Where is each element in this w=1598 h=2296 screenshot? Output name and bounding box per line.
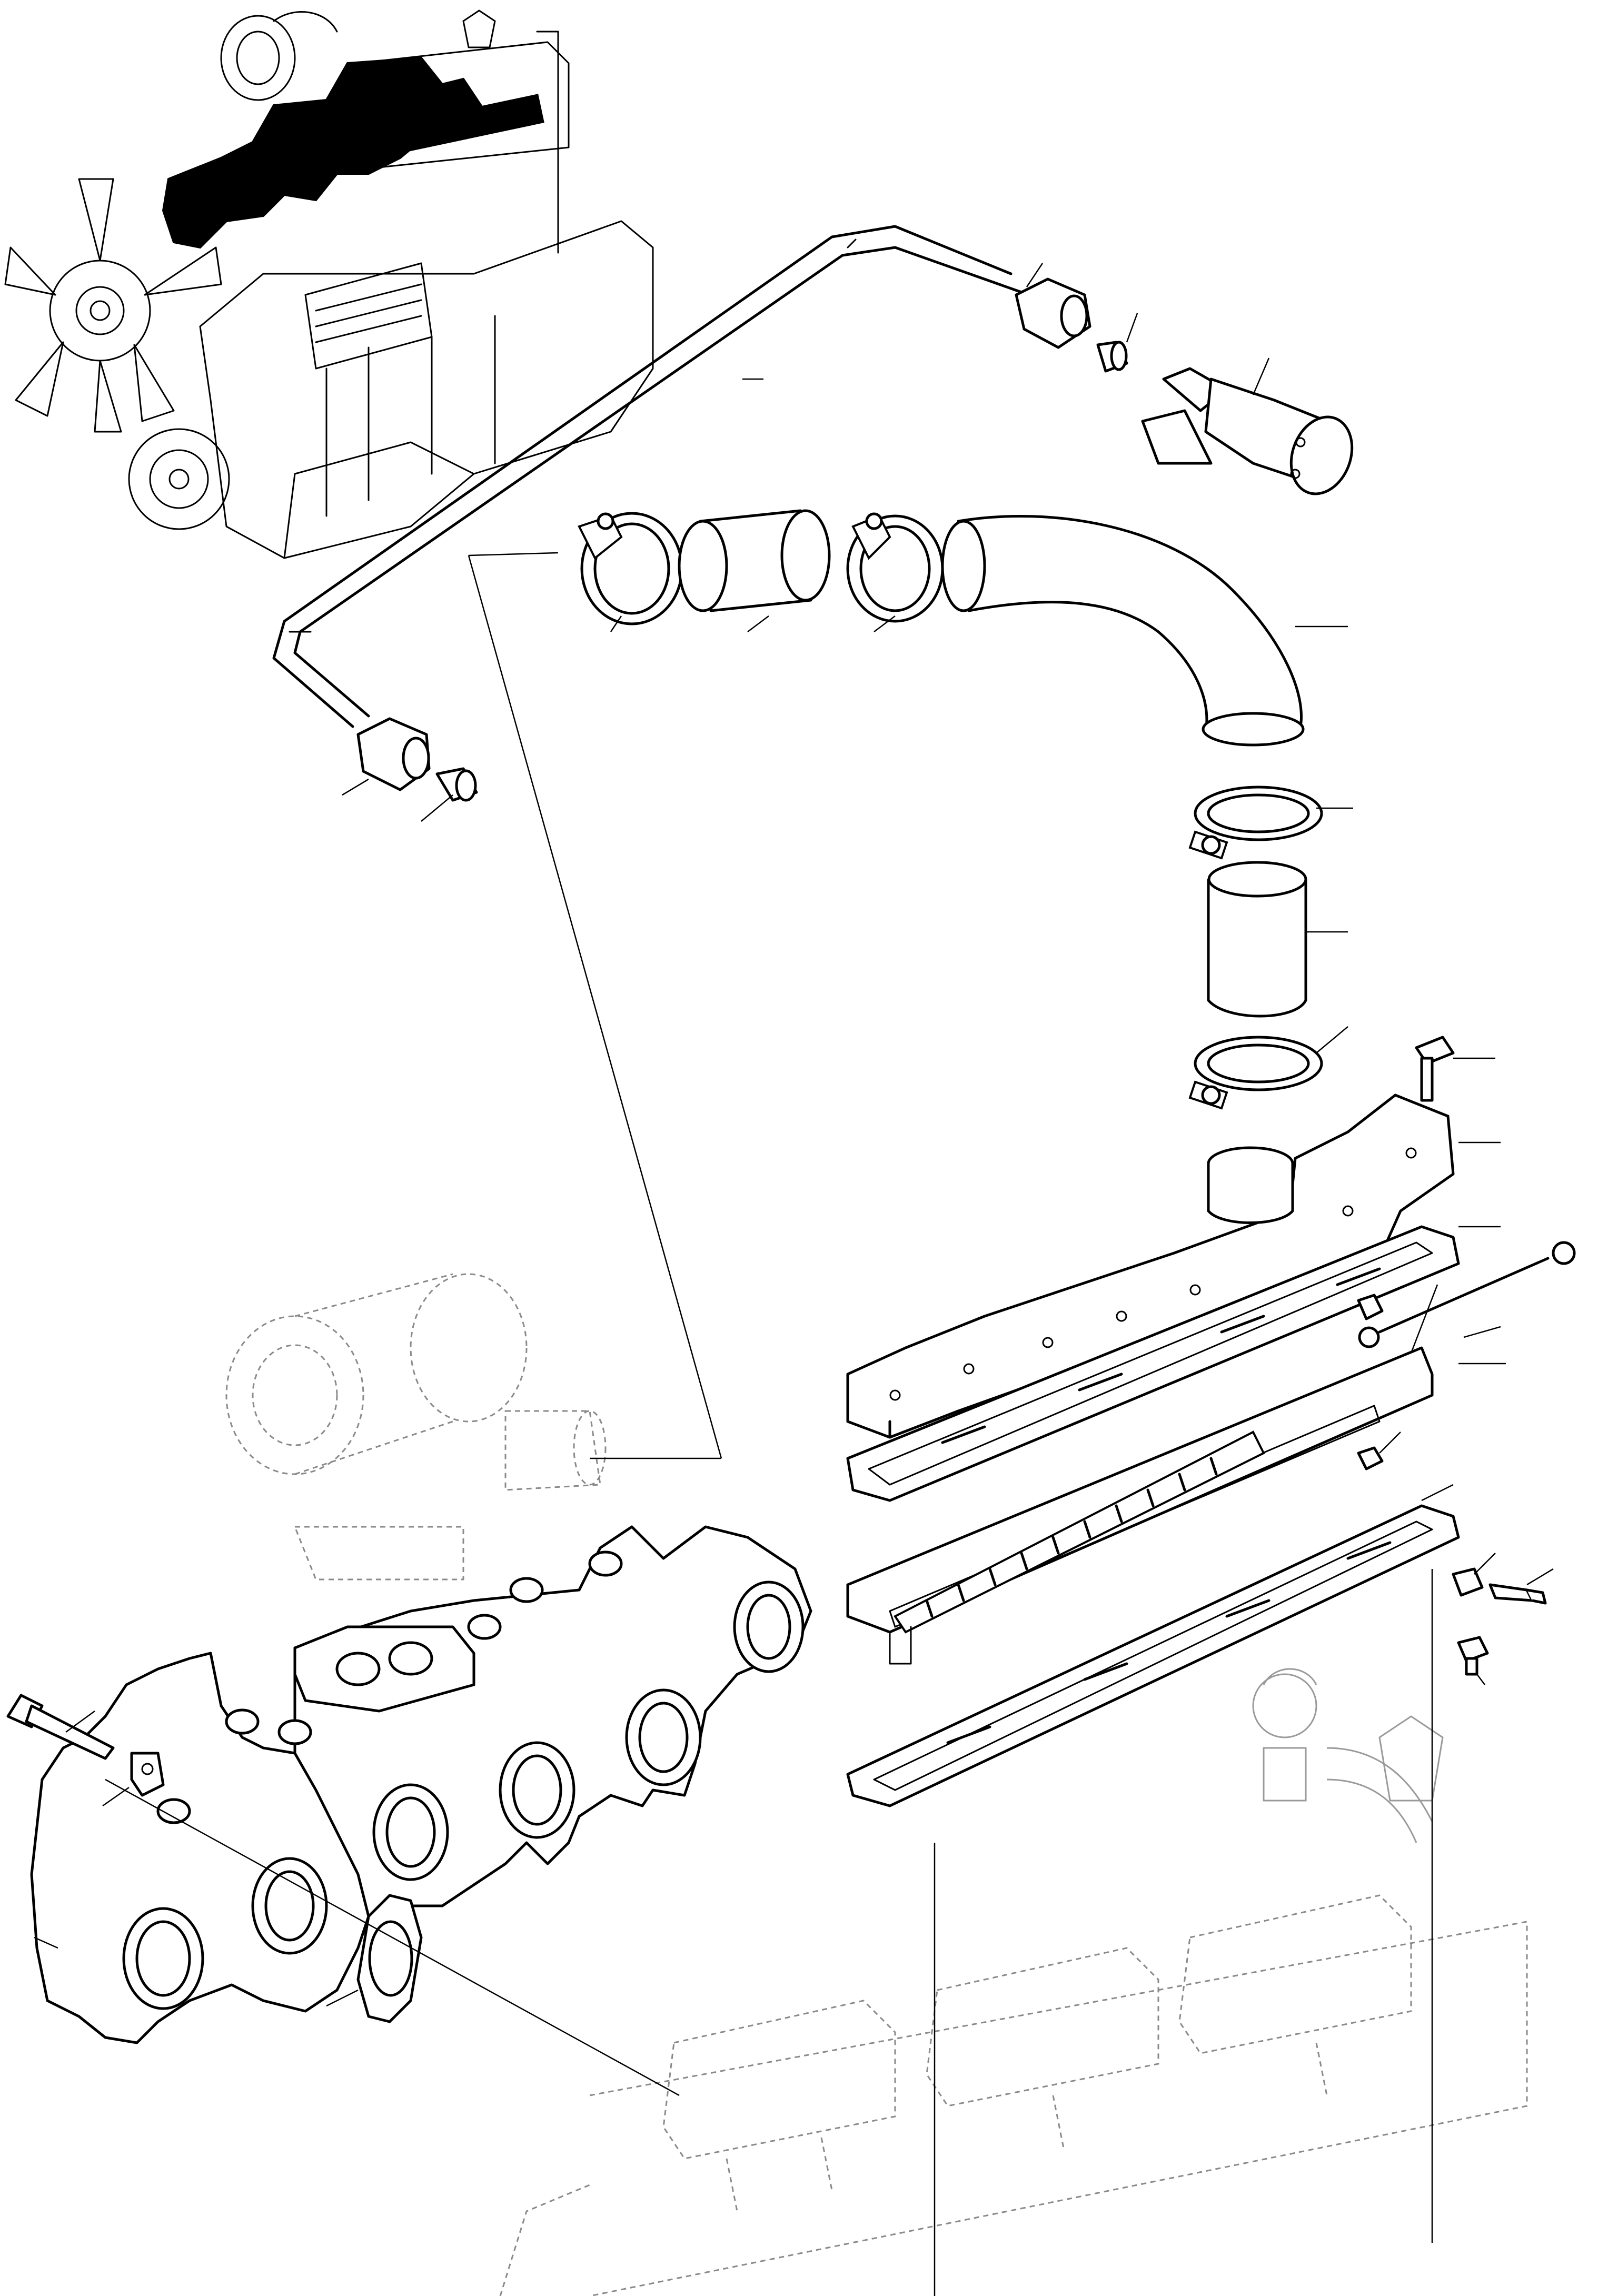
hose-clamp-lower-1	[1188, 786, 1323, 860]
callout-leaders	[34, 263, 1554, 2007]
gasket-upper	[846, 1225, 1460, 1502]
ghost-turbocharger	[225, 1273, 607, 1581]
gasket-lower	[846, 1504, 1460, 1807]
pipe-olive-lower	[435, 767, 478, 802]
manifold-bolt	[6, 1694, 115, 1760]
pipe-olive-upper	[1096, 341, 1128, 373]
heat-exchanger-core	[846, 1346, 1434, 1665]
small-nut-1	[1357, 1446, 1384, 1470]
crank-pulley	[128, 428, 230, 530]
cooling-fan	[4, 178, 222, 433]
hose-clamp-lower-2	[1188, 1036, 1323, 1110]
cover-plate-top	[846, 1094, 1455, 1439]
hose-short-lower	[1207, 861, 1307, 1018]
pipe-nut-lower	[356, 717, 431, 791]
sensor-wire	[1357, 1241, 1576, 1348]
long-metal-pipe	[272, 225, 1023, 728]
exhaust-manifold	[30, 1525, 812, 2044]
engine-block-outline	[199, 220, 654, 559]
engine-locator-thumbnail	[4, 9, 654, 559]
cover-bolt	[1415, 1036, 1455, 1102]
hose-clamp-left	[578, 512, 683, 625]
lock-tab-washer	[130, 1752, 165, 1797]
small-nut-2	[1452, 1567, 1484, 1597]
ghost-cylinder-head	[499, 1668, 1528, 2296]
elbow-hose	[941, 514, 1305, 747]
hose-clamp-middle	[846, 512, 944, 623]
hose-short-upper	[678, 509, 831, 612]
temperature-sender	[1141, 367, 1354, 495]
assembly-lines	[105, 552, 1433, 2296]
pipe-nut-upper	[1015, 277, 1091, 349]
plug-bolt	[1457, 1636, 1489, 1676]
turbo-thumbnail	[220, 11, 338, 101]
highlighted-heat-shield	[314, 94, 544, 171]
stud-bolt	[1488, 1583, 1547, 1605]
